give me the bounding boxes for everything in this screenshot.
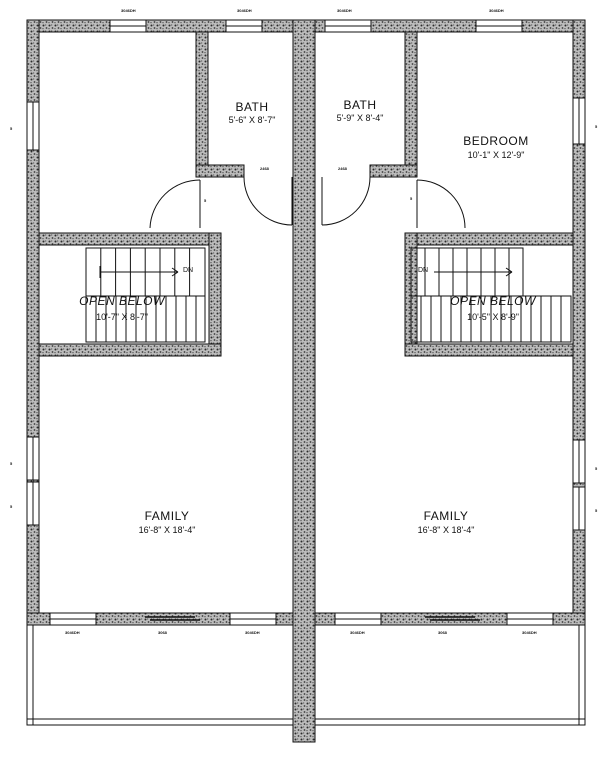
deck-rail-left: [26, 718, 294, 726]
tag-window-bottom-4: 3046DH: [522, 630, 537, 635]
tag-door-stair-right: 5: [410, 196, 413, 201]
room-name-bath-left: BATH: [235, 100, 268, 114]
tag-door-bath-right: 2468: [338, 166, 348, 171]
deck-corner-right: [578, 718, 586, 726]
tag-window-top-4: 3046DH: [489, 8, 504, 13]
tag-window-bottom-2: 3046DH: [245, 630, 260, 635]
stair-left: [85, 247, 206, 343]
deck-post-left: [26, 624, 34, 726]
tag-door-stair-left: 5: [204, 198, 207, 203]
walls: [26, 19, 586, 743]
stair-right: [410, 247, 572, 343]
door-swing-left-landing: [149, 179, 201, 229]
tag-door-bottom-right: 3068: [438, 630, 448, 635]
room-dim-bath-right: 5'-9" X 8'-4": [337, 113, 384, 123]
deck-post-right: [578, 624, 586, 726]
stair-left-arrowhead: [171, 267, 179, 273]
room-name-family-right: FAMILY: [424, 509, 469, 523]
deck-corner-left: [26, 718, 34, 726]
stair-left-arrowhead: [171, 271, 179, 277]
deck-rail-right: [314, 718, 586, 726]
wall-stair-left-bottom: [38, 343, 222, 357]
tag-window-bottom-1: 3046DH: [65, 630, 80, 635]
room-name-open-below-right: OPEN BELOW: [450, 294, 537, 308]
tag-window-top-3: 3046DH: [337, 8, 352, 13]
tag-side-right-1: 5: [595, 124, 598, 129]
room-name-bath-right: BATH: [343, 98, 376, 112]
room-labels: BATH 5'-6" X 8'-7" BATH 5'-9" X 8'-4" BE…: [79, 98, 537, 535]
tag-side-left-1: 5: [10, 126, 13, 131]
doors: [145, 176, 480, 621]
room-name-open-below-left: OPEN BELOW: [79, 294, 166, 308]
tag-side-right-2: 5: [595, 466, 598, 471]
window-tags: 3046DH 3046DH 3046DH 3046DH 3046DH 3046D…: [10, 8, 598, 635]
door-swing-bath-left: [243, 176, 293, 226]
door-swing-right-landing: [416, 179, 466, 229]
room-dim-bath-left: 5'-6" X 8'-7": [229, 115, 276, 125]
tag-door-bottom-left: 3068: [158, 630, 168, 635]
tag-door-bath-left: 2468: [260, 166, 270, 171]
stair-right-arrowhead: [505, 271, 513, 277]
wall-stair-left-top: [38, 232, 222, 246]
room-dim-family-right: 16'-8" X 18'-4": [418, 525, 475, 535]
wall-stair-right-top: [404, 232, 574, 246]
tag-side-right-3: 5: [595, 508, 598, 513]
wall-bath-right-side: [404, 31, 418, 178]
tag-window-top-1: 3046DH: [121, 8, 136, 13]
room-dim-family-left: 16'-8" X 18'-4": [139, 525, 196, 535]
wall-stair-right-bottom: [404, 343, 574, 357]
deck-railing: [26, 624, 586, 726]
windows: [26, 19, 586, 626]
wall-center: [292, 19, 316, 743]
door-swing-bath-right: [321, 176, 371, 226]
wall-stair-left-side: [208, 232, 222, 357]
room-dim-open-below-left: 10'-7" X 8'-7": [96, 312, 148, 322]
tag-side-left-2: 5: [10, 461, 13, 466]
stair-right-arrowhead: [505, 267, 513, 273]
room-name-family-left: FAMILY: [145, 509, 190, 523]
wall-bath-left-side: [195, 31, 209, 178]
wall-bath-right-bottom: [369, 164, 418, 178]
tag-window-bottom-3: 3046DH: [350, 630, 365, 635]
room-dim-open-below-right: 10'-5" X 8'-9": [467, 312, 519, 322]
tag-side-left-3: 5: [10, 504, 13, 509]
wall-bath-left-bottom: [195, 164, 245, 178]
tag-window-top-2: 3046DH: [237, 8, 252, 13]
room-dim-bedroom: 10'-1" X 12'-9": [468, 150, 525, 160]
stair-left-dn-label: DN: [183, 267, 193, 274]
stair-right-dn-label: DN: [418, 267, 428, 274]
room-name-bedroom: BEDROOM: [463, 134, 529, 148]
